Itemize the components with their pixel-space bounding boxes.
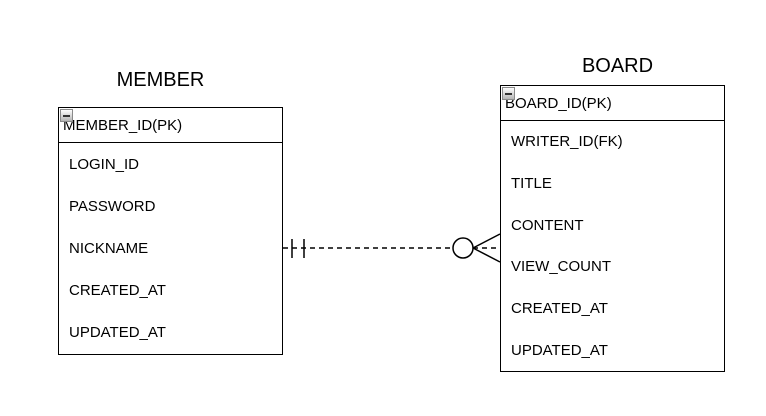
column-label: BOARD_ID(PK) [505,94,612,112]
entity-row: LOGIN_ID [59,143,282,185]
column-label: CREATED_AT [511,300,608,318]
column-label: WRITER_ID(FK) [511,133,623,151]
column-label: VIEW_COUNT [511,258,612,276]
cardinality-zero-or-many-marker [452,233,501,263]
entity-row: CREATED_AT [501,288,724,330]
column-label: UPDATED_AT [511,341,608,359]
entity-row: VIEW_COUNT [501,246,724,288]
column-label: CREATED_AT [69,282,166,300]
entity-member[interactable]: MEMBER_ID(PK) LOGIN_ID PASSWORD NICKNAME… [58,107,283,355]
entity-row: PASSWORD [59,185,282,227]
column-label: PASSWORD [69,197,156,215]
minus-icon [505,92,512,95]
entity-title-member: MEMBER [116,69,205,91]
entity-title-board: BOARD [581,55,654,77]
entity-row: CONTENT [501,204,724,246]
column-label: NICKNAME [69,240,149,257]
column-label: CONTENT [511,216,584,234]
entity-board[interactable]: BOARD_ID(PK) WRITER_ID(FK) TITLE CONTENT… [500,85,725,372]
cardinality-one-marker [291,239,305,258]
entity-row: WRITER_ID(FK) [501,121,724,163]
entity-row: UPDATED_AT [59,312,282,354]
entity-header-row: BOARD_ID(PK) [501,86,724,121]
entity-row: TITLE [501,163,724,205]
collapse-button-icon[interactable] [60,109,73,122]
entity-row: UPDATED_AT [501,329,724,371]
column-label: TITLE [511,175,552,192]
column-label: UPDATED_AT [69,324,166,342]
minus-icon [63,114,70,117]
collapse-button-icon[interactable] [502,87,515,100]
entity-header-row: MEMBER_ID(PK) [59,108,282,143]
column-label: LOGIN_ID [69,155,140,173]
entity-row: NICKNAME [59,227,282,269]
column-label: MEMBER_ID(PK) [63,116,183,134]
entity-row: CREATED_AT [59,270,282,312]
